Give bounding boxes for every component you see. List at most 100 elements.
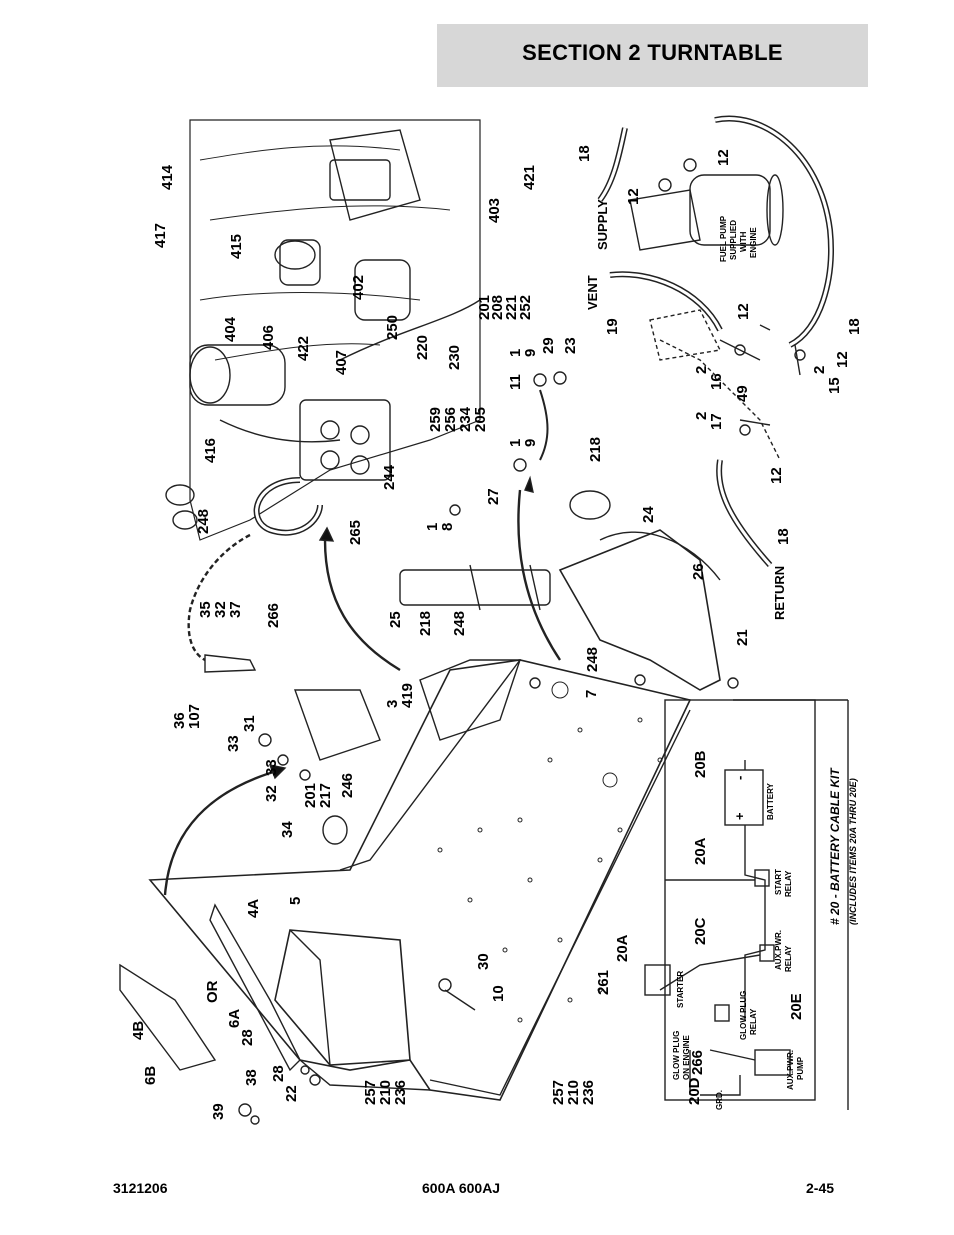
callout-210a: 210 [377, 1079, 394, 1105]
callout-265: 265 [347, 519, 364, 545]
label-aux-pwr-pump-1: AUX.PWR. [786, 1050, 795, 1090]
callout-217: 217 [317, 782, 334, 808]
section-banner: SECTION 2 TURNTABLE [437, 24, 868, 87]
label-glow-plug-engine-1: GLOW PLUG [672, 1030, 681, 1080]
battery-cable-kit-subtitle: (INCLUDES ITEMS 20A THRU 20E) [848, 778, 858, 925]
callout-236b: 236 [580, 1079, 597, 1105]
label-battery: BATTERY [766, 783, 775, 820]
callout-230: 230 [446, 344, 463, 370]
callout-20a: 20A [692, 837, 709, 865]
callout-18a: 18 [576, 145, 593, 162]
callout-1b: 1 [507, 438, 524, 447]
starter-motor [189, 344, 286, 406]
callout-16: 16 [708, 373, 725, 390]
callout-22: 22 [283, 1085, 300, 1102]
callout-12c: 12 [735, 303, 752, 320]
label-aux-pwr-relay-2: RELAY [784, 945, 793, 972]
callout-33a: 33 [225, 735, 242, 752]
label-ground: GRD. [715, 1090, 724, 1110]
callout-2a: 2 [693, 365, 710, 374]
callout-36: 36 [171, 712, 188, 729]
footer-doc-number: 3121206 [113, 1180, 168, 1196]
callout-30: 30 [475, 953, 492, 970]
callout-32b: 32 [263, 785, 280, 802]
callout-28a: 28 [239, 1029, 256, 1046]
callout-6b: 6B [142, 1065, 159, 1085]
callout-35: 35 [197, 601, 214, 618]
label-glow-plug-relay-2: RELAY [749, 1008, 758, 1035]
callout-25: 25 [387, 611, 404, 628]
callout-27: 27 [485, 488, 502, 505]
callout-416: 416 [202, 437, 219, 463]
callout-1a: 1 [507, 348, 524, 357]
callout-244: 244 [381, 464, 398, 490]
callout-11: 11 [507, 374, 524, 390]
callout-250: 250 [384, 314, 401, 340]
footer-models: 600A 600AJ [422, 1180, 501, 1196]
callout-419: 419 [399, 682, 416, 708]
battery-symbol [724, 769, 764, 826]
callout-220: 220 [414, 334, 431, 360]
callout-6a: 6A [226, 1008, 243, 1028]
callout-1c: 1 [424, 522, 441, 531]
callout-or: OR [204, 980, 221, 1004]
battery-minus: - [732, 775, 747, 780]
label-start-relay: RELAY [784, 870, 793, 897]
callout-23: 23 [562, 337, 579, 354]
callout-261: 261 [595, 969, 612, 995]
label-supply: SUPPLY [595, 199, 610, 250]
callout-210b: 210 [565, 1079, 582, 1105]
callout-20d: 20D [686, 1077, 703, 1105]
callout-3: 3 [384, 699, 401, 708]
callout-7: 7 [583, 689, 600, 698]
callout-248b: 248 [451, 610, 468, 636]
callout-20a-2: 20A [614, 934, 631, 962]
section-title: SECTION 2 TURNTABLE [522, 40, 783, 65]
label-engine: ENGINE [749, 227, 758, 258]
label-starter: STARTER [676, 970, 685, 1008]
callout-2b: 2 [811, 365, 828, 374]
callout-12a: 12 [625, 188, 642, 205]
callout-205: 205 [472, 406, 489, 432]
callout-10: 10 [490, 985, 507, 1002]
callout-236a: 236 [392, 1079, 409, 1105]
callout-259: 259 [427, 406, 444, 432]
label-aux-pwr-pump-2: PUMP [796, 1056, 805, 1080]
callout-422: 422 [295, 335, 312, 361]
callout-248c: 248 [584, 646, 601, 672]
alternator [354, 259, 411, 321]
callout-32a: 32 [212, 601, 229, 618]
callout-252: 252 [517, 294, 534, 320]
callout-12b: 12 [715, 149, 732, 166]
callout-17: 17 [708, 413, 725, 430]
callout-33b: 33 [263, 759, 280, 776]
callout-107: 107 [186, 703, 203, 729]
callout-38: 38 [243, 1069, 260, 1086]
label-supplied: SUPPLIED [729, 219, 738, 260]
callout-28b: 28 [270, 1065, 287, 1082]
callout-406: 406 [260, 324, 277, 350]
callout-403: 403 [486, 197, 503, 223]
callout-421: 421 [521, 164, 538, 190]
callout-39: 39 [210, 1103, 227, 1120]
callout-415: 415 [228, 233, 245, 259]
label-start: START [774, 868, 783, 895]
battery-plus: + [732, 812, 747, 820]
callout-218a: 218 [417, 610, 434, 636]
callout-246: 246 [339, 772, 356, 798]
callout-402: 402 [350, 274, 367, 300]
label-with: WITH [739, 231, 748, 252]
callout-417: 417 [152, 222, 169, 248]
callout-21: 21 [734, 629, 751, 646]
callout-414: 414 [159, 164, 176, 190]
callout-4a: 4A [245, 898, 262, 918]
callout-34: 34 [279, 821, 296, 838]
relay-block [299, 399, 391, 481]
battery-cable-kit-title: # 20 - BATTERY CABLE KIT [828, 768, 842, 925]
label-return: RETURN [772, 565, 787, 620]
callout-266b: 266 [689, 1049, 706, 1075]
callout-26: 26 [690, 563, 707, 580]
callout-9a: 9 [522, 348, 539, 357]
chain [187, 533, 251, 662]
